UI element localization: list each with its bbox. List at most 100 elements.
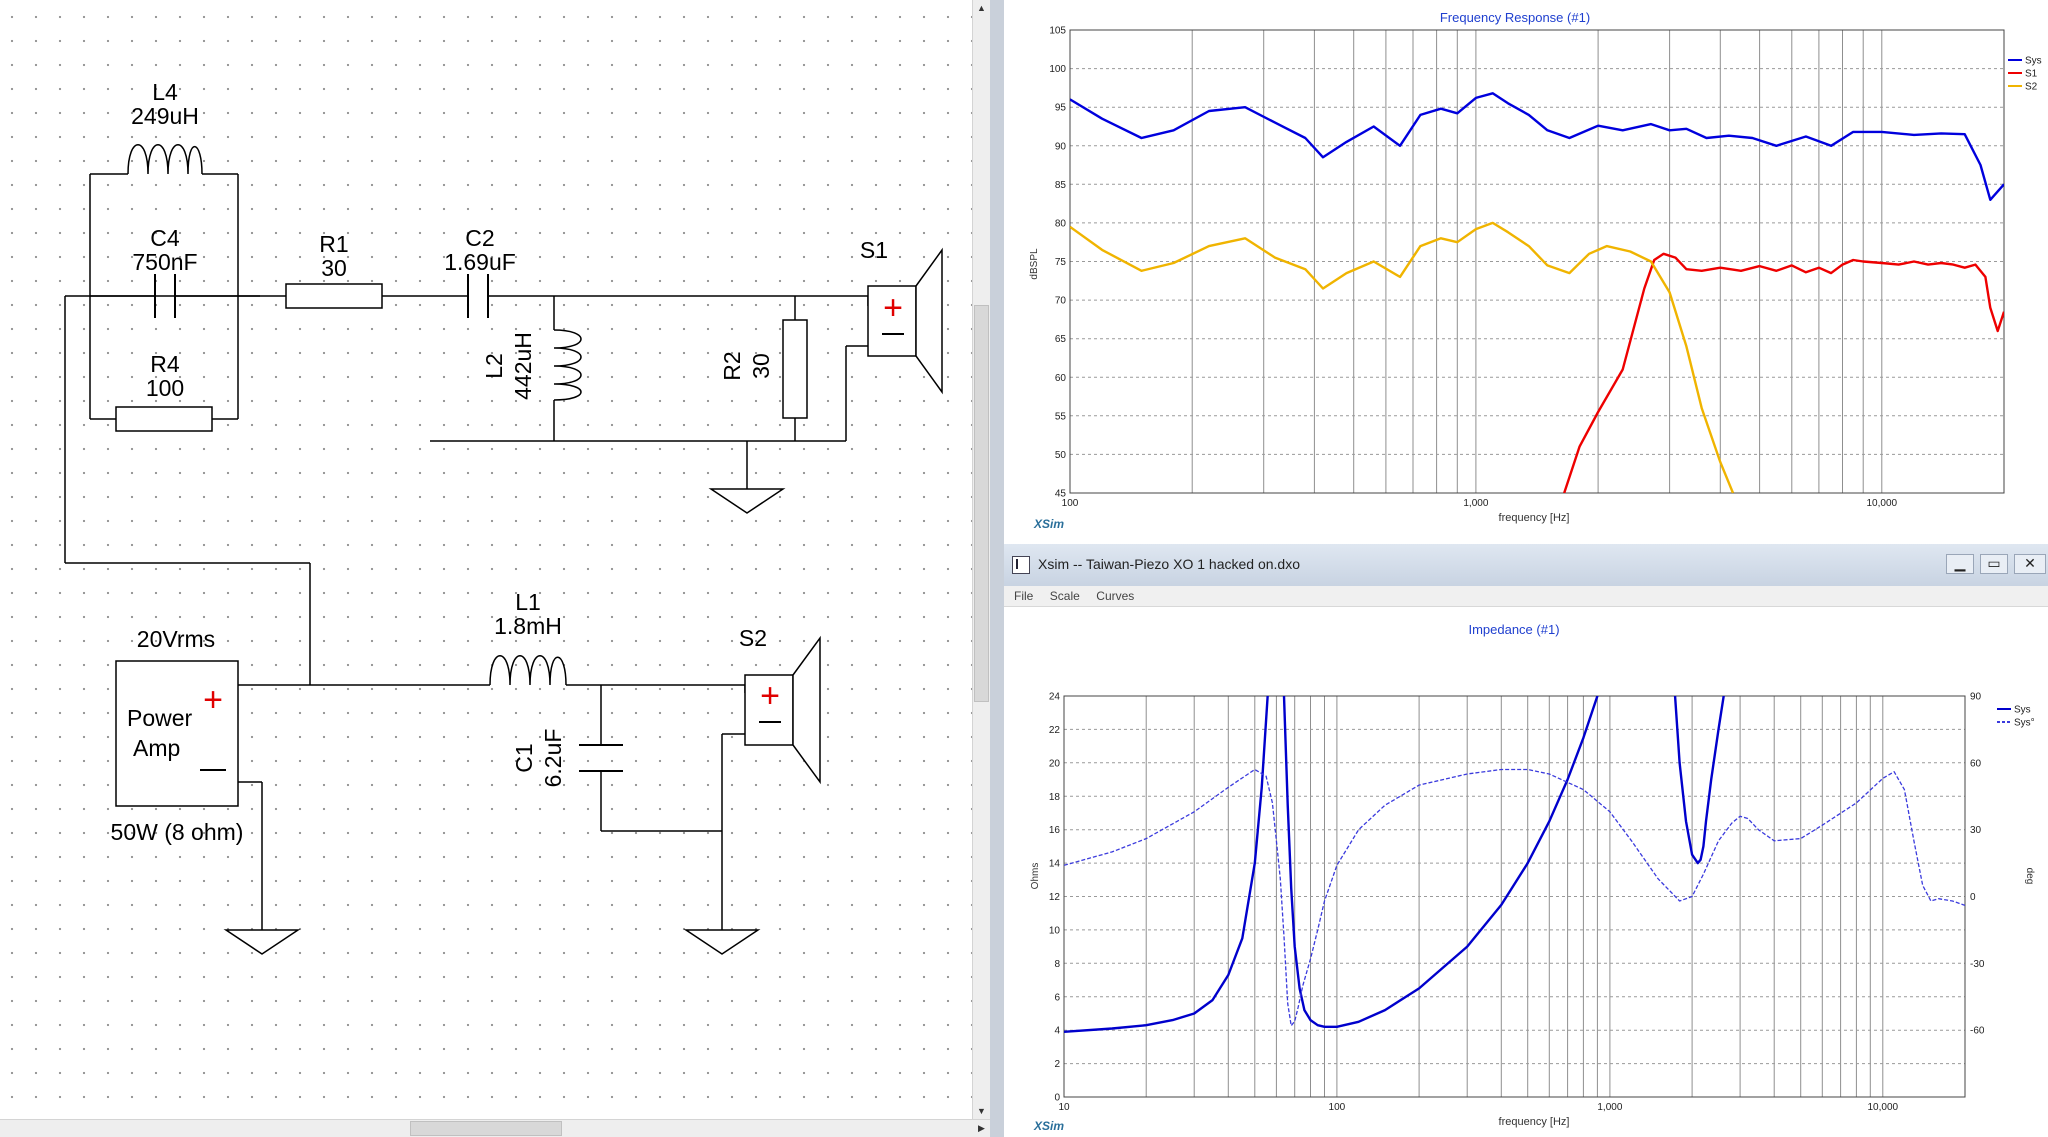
imp-y-axis-label: Ohms (1030, 863, 1041, 890)
resistor-r1[interactable] (285, 283, 383, 309)
imp-y2-axis-label: deg (2024, 868, 2035, 885)
y-tick-label: 12 (1049, 892, 1061, 903)
legend-label: Sys° (2014, 718, 2035, 729)
y-tick-label: 105 (1049, 26, 1066, 37)
label-r4-id: R4 (150, 351, 180, 377)
y-tick-label: 60 (1055, 373, 1067, 384)
x-tick-label: 1,000 (1597, 1102, 1622, 1113)
schematic-horizontal-scrollbar[interactable]: ▶ (0, 1119, 990, 1137)
series-line-sys (1070, 92, 2004, 202)
label-r2-value: 30 (748, 353, 774, 379)
impedance-window[interactable]: Xsim -- Taiwan-Piezo XO 1 hacked on.dxo … (1004, 544, 2048, 1137)
resistor-r2[interactable] (782, 319, 808, 419)
x-tick-label: 1,000 (1463, 498, 1488, 509)
label-c4-value: 750nF (132, 249, 197, 275)
scroll-down-arrow-icon[interactable]: ▼ (977, 1106, 986, 1116)
series-line-s2 (1070, 221, 1735, 493)
y-tick-label: 0 (1054, 1093, 1060, 1104)
y-tick-label: 18 (1049, 792, 1061, 803)
legend-label: S1 (2025, 69, 2038, 80)
imp-grid (1063, 695, 1966, 1098)
label-c4-id: C4 (150, 225, 180, 251)
impedance-window-titlebar[interactable]: Xsim -- Taiwan-Piezo XO 1 hacked on.dxo … (1004, 544, 2048, 587)
inductor-l1[interactable] (489, 655, 567, 686)
fr-series (1070, 92, 2004, 493)
window-divider (990, 0, 1004, 1137)
ground-symbol-amp (223, 929, 301, 955)
y-tick-label: 10 (1049, 925, 1061, 936)
y-tick-label: 100 (1049, 64, 1066, 75)
y-tick-label: 50 (1055, 450, 1067, 461)
series-line-sys (1064, 696, 1725, 1033)
schematic-editor[interactable]: + + Power Amp + L4 249uH C4 750nF R4 100… (0, 0, 990, 1137)
scroll-up-arrow-icon[interactable]: ▲ (977, 3, 986, 13)
resistor-r4[interactable] (115, 406, 213, 432)
x-tick-label: 10 (1058, 1102, 1070, 1113)
power-amp-block[interactable] (115, 660, 239, 807)
ground-symbol-s2 (683, 929, 761, 955)
menubar: File Scale Curves (1004, 586, 2048, 607)
label-r1-id: R1 (319, 231, 348, 257)
label-r2-id: R2 (719, 351, 745, 380)
legend-label: Sys (2014, 705, 2031, 716)
y-tick-label: 90 (1055, 141, 1067, 152)
ground-symbol-top (708, 488, 786, 514)
x-tick-label: 10,000 (1868, 1102, 1899, 1113)
imp-series (1064, 696, 1965, 1033)
fr-x-axis-label: frequency [Hz] (1499, 512, 1570, 524)
y-tick-label: 85 (1055, 180, 1067, 191)
x-tick-label: 100 (1329, 1102, 1346, 1113)
label-l2-value: 442uH (510, 332, 536, 400)
y-tick-label: 65 (1055, 334, 1067, 345)
label-source-rating: 50W (8 ohm) (111, 819, 244, 845)
schematic-canvas[interactable]: + + Power Amp + L4 249uH C4 750nF R4 100… (0, 0, 990, 1137)
capacitor-c1[interactable] (579, 744, 623, 772)
maximize-button[interactable]: ▭ (1980, 554, 2008, 574)
xsim-app-icon (1012, 556, 1030, 574)
y-tick-label: 75 (1055, 257, 1067, 268)
speaker-s2[interactable] (744, 635, 821, 785)
label-s2: S2 (739, 625, 767, 651)
speaker-s1[interactable] (867, 247, 943, 395)
capacitor-c2[interactable] (467, 274, 489, 318)
menu-scale[interactable]: Scale (1049, 589, 1080, 603)
x-tick-label: 100 (1062, 498, 1079, 509)
wires (64, 173, 869, 930)
y2-tick-label: 0 (1970, 892, 1976, 903)
capacitor-c4[interactable] (154, 274, 176, 318)
imp-chart-title: Impedance (#1) (1468, 622, 1559, 637)
series-line-sys (1064, 768, 1965, 1027)
inductor-l2[interactable] (553, 329, 582, 401)
label-s1: S1 (860, 237, 888, 263)
schematic-vertical-scrollbar[interactable]: ▲ ▼ (972, 0, 990, 1120)
y-tick-label: 16 (1049, 825, 1061, 836)
y2-tick-label: -60 (1970, 1026, 1985, 1037)
scroll-right-arrow-icon[interactable]: ▶ (978, 1123, 985, 1133)
label-r4-value: 100 (146, 375, 184, 401)
close-button[interactable]: ✕ (2014, 554, 2046, 574)
schematic-vscroll-thumb[interactable] (974, 305, 989, 702)
label-l1-value: 1.8mH (494, 613, 562, 639)
amp-label-line2: Amp (133, 735, 180, 761)
x-tick-label: 10,000 (1867, 498, 1898, 509)
menu-curves[interactable]: Curves (1096, 589, 1135, 603)
schematic-hscroll-thumb[interactable] (410, 1121, 562, 1136)
menu-file[interactable]: File (1014, 589, 1034, 603)
y-tick-label: 14 (1049, 859, 1061, 870)
y-tick-label: 70 (1055, 296, 1067, 307)
inductor-l4[interactable] (127, 144, 203, 175)
amp-plus-sign: + (203, 681, 223, 719)
y-tick-label: 8 (1054, 959, 1060, 970)
fr-chart-title: Frequency Response (#1) (1440, 10, 1590, 25)
y-tick-label: 80 (1055, 218, 1067, 229)
label-c2-value: 1.69uF (444, 249, 516, 275)
y-tick-label: 20 (1049, 758, 1061, 769)
minimize-button[interactable]: ▁ (1946, 554, 1974, 574)
fr-watermark: XSim (1033, 517, 1064, 531)
y-tick-label: 55 (1055, 411, 1067, 422)
